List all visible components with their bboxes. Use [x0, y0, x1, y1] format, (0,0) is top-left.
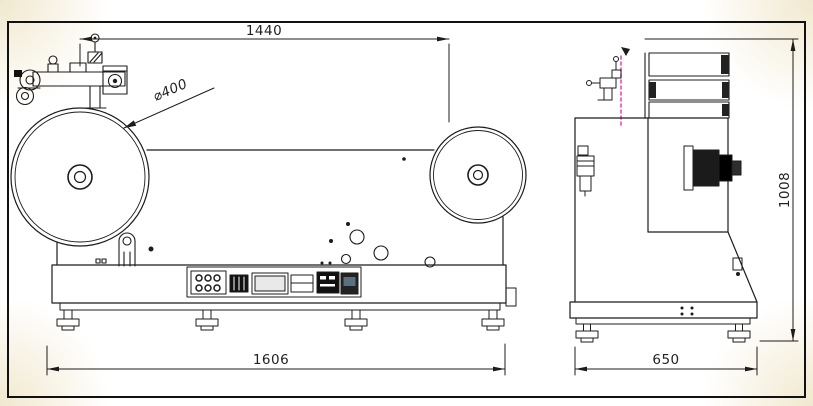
sheet-border	[7, 21, 806, 398]
face-rollers	[329, 222, 436, 268]
side-base	[569, 301, 758, 343]
pinch-roller	[15, 86, 35, 106]
power-switch	[732, 257, 743, 271]
slitter-arm	[32, 71, 126, 87]
dim-reel-diameter-label: ⌀400	[151, 76, 190, 105]
side-view	[569, 47, 758, 343]
keypad	[190, 270, 227, 295]
side-body	[574, 117, 758, 303]
machine-body	[56, 149, 504, 266]
drawing-linework: 1440 ⌀400 1606	[10, 23, 799, 376]
dim-height: 1008	[644, 38, 799, 342]
left-reel-hub	[67, 164, 93, 190]
base-side-fitting	[505, 287, 517, 307]
slitter-block	[102, 65, 128, 95]
dim-depth: 650	[574, 346, 758, 376]
right-reel-hub	[467, 164, 489, 186]
spindle-knob	[683, 145, 742, 191]
dim-top-width: 1440	[79, 23, 450, 123]
dim-top-width-label: 1440	[246, 23, 282, 39]
panel-button	[204, 274, 212, 282]
foot	[481, 309, 505, 331]
foot	[56, 309, 80, 331]
machine-base	[51, 264, 517, 311]
dim-depth-label: 650	[652, 352, 679, 368]
panel-button	[204, 284, 212, 292]
web-direction-arrow	[621, 47, 630, 56]
panel-counter	[316, 271, 340, 294]
panel-button	[213, 274, 221, 282]
adjust-knob	[48, 55, 58, 65]
panel-button	[195, 284, 203, 292]
dim-base-width-label: 1606	[253, 352, 289, 368]
panel-button	[195, 274, 203, 282]
panel-display	[251, 272, 289, 295]
foot	[195, 309, 219, 331]
foot	[344, 309, 368, 331]
pinch-roller	[19, 69, 41, 91]
dim-base-width: 1606	[46, 343, 506, 376]
left-reel	[10, 107, 150, 247]
front-feet	[56, 309, 505, 331]
dim-height-label: 1008	[777, 172, 793, 208]
panel-button	[213, 284, 221, 292]
roller-stack	[644, 52, 730, 119]
foot	[575, 323, 599, 343]
air-filter-regulator	[576, 145, 595, 197]
dim-reel-diameter: ⌀400	[123, 76, 215, 129]
right-reel	[429, 126, 527, 224]
control-panel	[186, 261, 362, 298]
front-view	[10, 33, 527, 331]
pneumatic-fittings	[586, 56, 622, 101]
sensor-bracket	[95, 232, 154, 267]
foot	[727, 323, 751, 343]
slitter-head-assembly	[14, 33, 128, 109]
